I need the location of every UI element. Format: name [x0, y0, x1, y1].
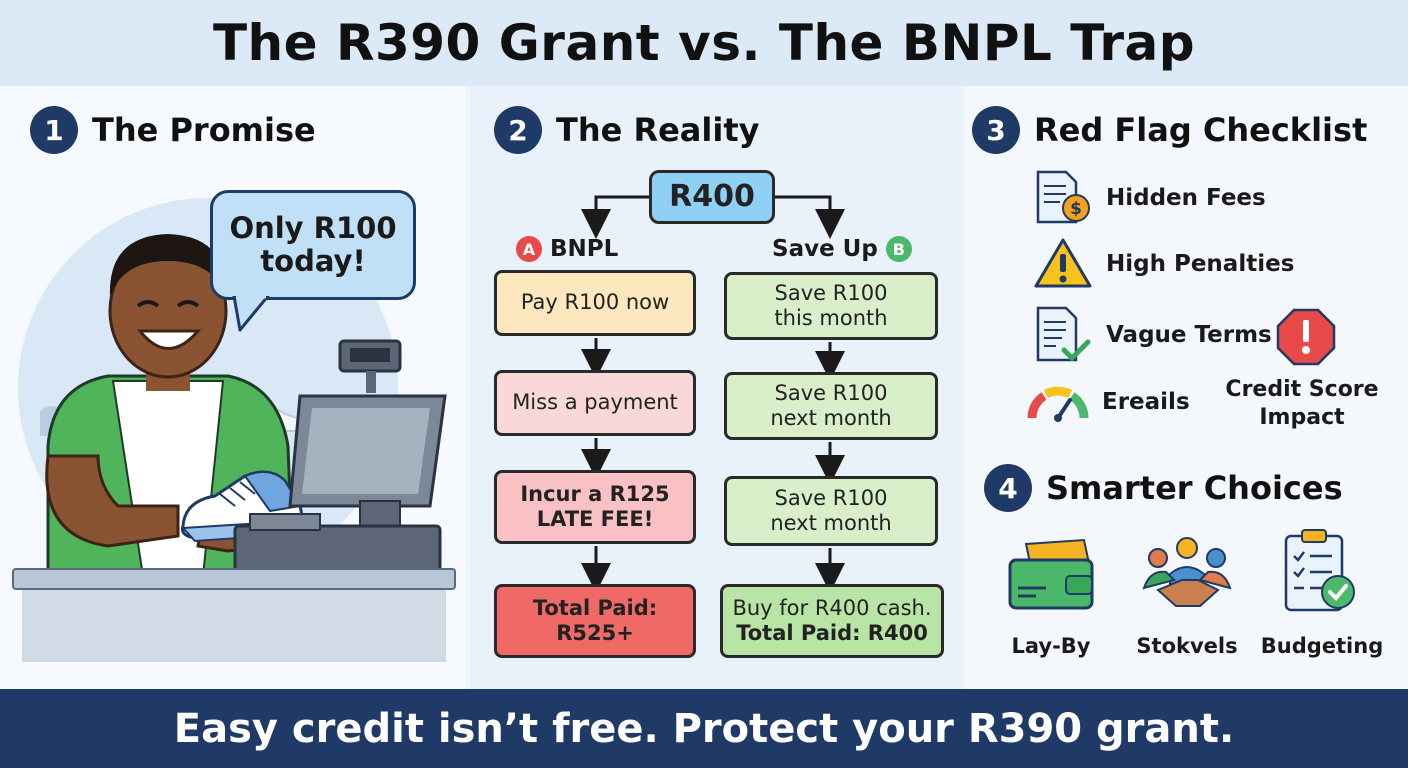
flag-label: Hidden Fees	[1106, 185, 1266, 211]
save-step-3: Save R100 next month	[724, 476, 938, 546]
page-title: The R390 Grant vs. The BNPL Trap	[212, 14, 1196, 72]
branch-b-label: Save Up B	[772, 236, 912, 262]
bnpl-step-3: Incur a R125 LATE FEE!	[494, 470, 696, 544]
footer-message: Easy credit isn’t free. Protect your R39…	[173, 705, 1235, 752]
save-step-1: Save R100 this month	[724, 272, 938, 340]
panel-checklist: 3 Red Flag Checklist $ Hidden Fees High …	[966, 86, 1408, 689]
section-title: Red Flag Checklist	[1034, 111, 1368, 149]
gauge-icon	[1027, 386, 1089, 422]
flag-credit-score-impact: Credit Score Impact	[1222, 376, 1382, 431]
page-footer: Easy credit isn’t free. Protect your R39…	[0, 689, 1408, 768]
bnpl-total: Total Paid: R525+	[494, 584, 696, 658]
save-total-line-1: Buy for R400 cash.	[732, 595, 932, 620]
flag-high-penalties: High Penalties	[1032, 236, 1294, 292]
start-amount-box: R400	[649, 170, 775, 224]
flow-arrows	[581, 195, 845, 593]
stop-sign-icon	[1276, 308, 1336, 366]
save-total: Buy for R400 cash. Total Paid: R400	[720, 584, 944, 658]
speech-bubble: Only R100 today!	[210, 190, 416, 300]
counter-front	[22, 590, 446, 662]
svg-text:$: $	[1070, 199, 1082, 219]
flag-label: Ereails	[1102, 389, 1190, 415]
credit-score-line-1: Credit Score	[1225, 377, 1379, 402]
warning-icon	[1034, 238, 1092, 288]
smiling-shopper-illustration	[45, 234, 295, 576]
wallet-card-icon	[1008, 538, 1094, 610]
branch-a-title: BNPL	[550, 236, 619, 262]
handshake-group-icon	[1142, 537, 1232, 607]
clipboard-check-icon	[1284, 529, 1355, 612]
document-check-icon	[1036, 306, 1091, 362]
flag-vague-terms: Vague Terms	[1032, 306, 1272, 364]
branch-b-badge: B	[885, 236, 912, 262]
section-title: The Promise	[92, 111, 316, 149]
save-total-line-2: Total Paid: R400	[736, 621, 928, 645]
document-dollar-icon: $	[1036, 170, 1090, 224]
bubble-line-1: Only R100	[229, 210, 397, 245]
page-header: The R390 Grant vs. The BNPL Trap	[0, 0, 1408, 86]
cash-register-illustration	[233, 339, 447, 571]
bnpl-step-2: Miss a payment	[494, 370, 696, 436]
choice-stokvels: Stokvels	[1136, 634, 1238, 658]
flag-hidden-fees: $ Hidden Fees	[1032, 170, 1266, 226]
choice-budgeting: Budgeting	[1260, 634, 1384, 658]
panel-promise: 1 The Promise Only R100 today!	[0, 86, 466, 689]
flag-label: High Penalties	[1106, 251, 1295, 277]
section-number: 3	[972, 106, 1020, 154]
branch-a-badge: A	[516, 236, 542, 262]
section-title: The Reality	[556, 111, 760, 149]
bubble-line-2: today!	[260, 244, 366, 278]
bnpl-step-1: Pay R100 now	[494, 270, 696, 336]
flag-ereails: Ereails	[1026, 382, 1190, 422]
section-number: 4	[984, 464, 1032, 512]
section-reality-heading: 2 The Reality	[494, 106, 759, 154]
panel-reality: 2 The Reality R400 A BNPL Save Up B Pay …	[470, 86, 962, 689]
credit-score-line-2: Impact	[1259, 404, 1345, 430]
section-choices-heading: 4 Smarter Choices	[984, 464, 1343, 512]
branch-b-title: Save Up	[772, 236, 878, 262]
bubble-tail	[232, 296, 270, 332]
save-step-2: Save R100 next month	[724, 372, 938, 440]
choice-lay-by: Lay-By	[1011, 634, 1091, 658]
section-number: 2	[494, 106, 542, 154]
flag-label: Vague Terms	[1106, 322, 1272, 348]
branch-a-label: A BNPL	[516, 236, 618, 262]
section-title: Smarter Choices	[1046, 469, 1343, 507]
section-promise-heading: 1 The Promise	[30, 106, 316, 154]
section-number: 1	[30, 106, 78, 154]
store-counter	[12, 568, 456, 590]
section-checklist-heading: 3 Red Flag Checklist	[972, 106, 1367, 154]
